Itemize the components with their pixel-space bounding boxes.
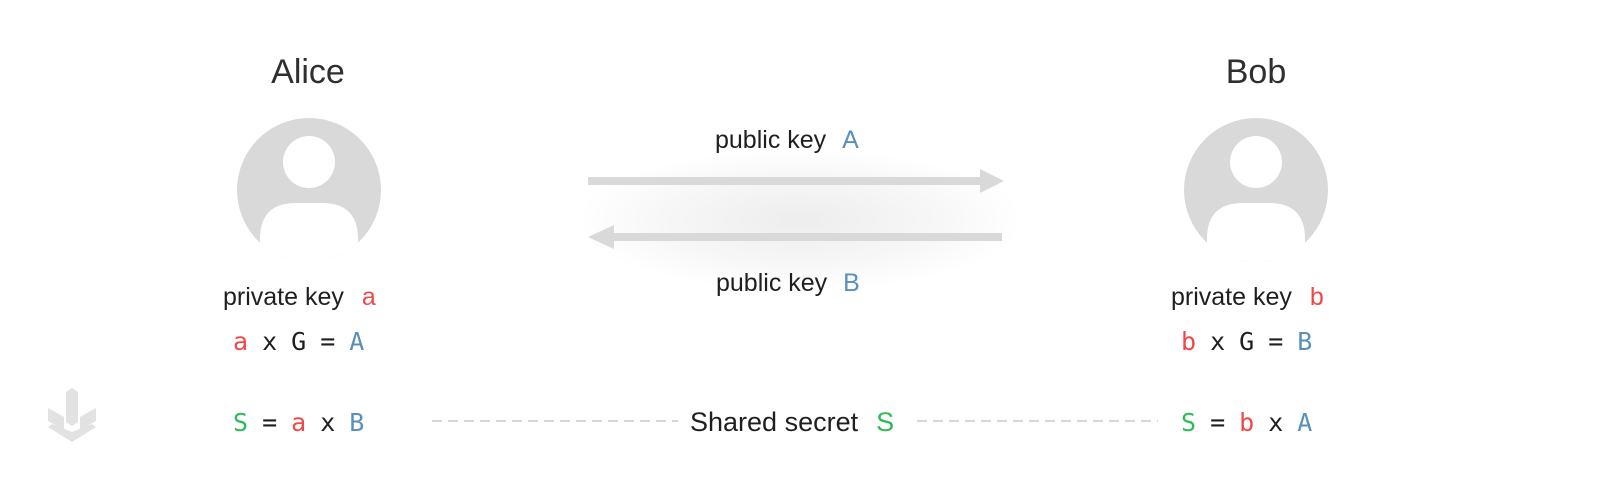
equation-operator: x <box>262 327 278 356</box>
shared-secret-var: S <box>876 407 895 437</box>
shared-secret-text: Shared secret <box>690 407 859 437</box>
equation-operator: x <box>1268 408 1284 437</box>
bottom-arrow-text: public key <box>716 269 828 297</box>
equation-operator: = <box>320 327 336 356</box>
equation-term: b <box>1181 327 1197 356</box>
equation-term: G <box>1239 327 1255 356</box>
bob-avatar-icon <box>1184 118 1328 262</box>
arrow-left-icon <box>588 225 1002 249</box>
equation-term: a <box>233 327 249 356</box>
equation-term: A <box>1297 408 1313 437</box>
equation-term: B <box>1297 327 1313 356</box>
equation-term: S <box>233 408 249 437</box>
alice-private-key: private key a <box>223 281 376 313</box>
shared-secret-dashed-line-right <box>917 420 1158 422</box>
alice-private-key-label: private key <box>223 283 344 311</box>
bob-private-key-var: b <box>1309 283 1324 311</box>
exchange-arrows <box>588 169 1004 249</box>
top-arrow-text: public key <box>715 126 827 154</box>
equation-operator: x <box>320 408 336 437</box>
alice-avatar-icon <box>237 118 381 262</box>
alice-name: Alice <box>271 53 345 91</box>
arrow-right-icon <box>588 169 1004 193</box>
bottom-arrow-var: B <box>843 269 860 297</box>
equation-operator: = <box>1210 408 1226 437</box>
equation-operator: x <box>1210 327 1226 356</box>
top-arrow-var: A <box>842 126 859 154</box>
equation-term: A <box>349 327 365 356</box>
shared-secret-label: Shared secret S <box>690 405 894 439</box>
equation-term: B <box>349 408 365 437</box>
equation-term: S <box>1181 408 1197 437</box>
bottom-arrow-label: public key B <box>716 267 860 299</box>
alice-private-key-var: a <box>361 283 376 311</box>
equation-operator: = <box>1268 327 1284 356</box>
shared-secret-dashed-line-left <box>432 420 678 422</box>
bob-name: Bob <box>1225 53 1287 91</box>
stacked-blocks-logo-icon <box>48 388 96 442</box>
equation-term: b <box>1239 408 1255 437</box>
bob-private-key-label: private key <box>1171 283 1292 311</box>
exchange-shadow <box>580 150 1020 290</box>
equation-operator: = <box>262 408 278 437</box>
equation-term: G <box>291 327 307 356</box>
bob-private-key: private key b <box>1171 281 1324 313</box>
top-arrow-label: public key A <box>715 124 859 156</box>
equation-term: a <box>291 408 307 437</box>
